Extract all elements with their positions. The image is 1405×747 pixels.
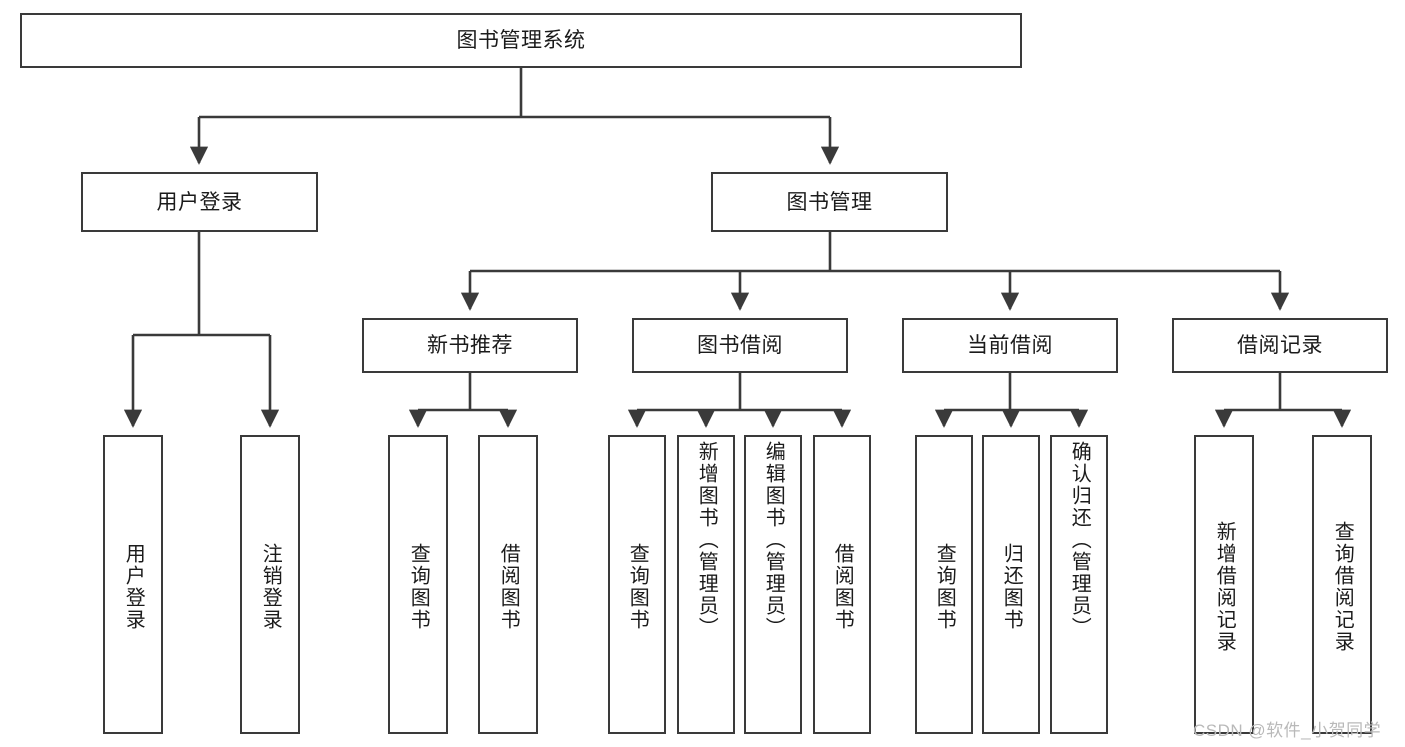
node-book-borrow[interactable]: 图书借阅 (632, 318, 848, 373)
node-label: 查询借阅记录 (1331, 520, 1354, 653)
leaf-recommend-borrow-book[interactable]: 借阅图书 (478, 435, 538, 734)
leaf-user-login-login[interactable]: 用户登录 (103, 435, 163, 734)
node-label: 借阅图书 (831, 542, 854, 631)
node-book-management[interactable]: 图书管理 (711, 172, 948, 232)
leaf-record-query-record[interactable]: 查询借阅记录 (1312, 435, 1372, 734)
node-label: 借阅图书 (497, 542, 520, 631)
node-label: 新书推荐 (427, 334, 513, 357)
node-label: 新增图书（管理员） (695, 441, 718, 639)
node-label: 查询图书 (933, 542, 956, 631)
leaf-current-query-book[interactable]: 查询图书 (915, 435, 973, 734)
node-label: 编辑图书（管理员） (762, 441, 785, 639)
node-label: 确认归还（管理员） (1068, 441, 1091, 639)
leaf-record-add-record[interactable]: 新增借阅记录 (1194, 435, 1254, 734)
node-current-borrow[interactable]: 当前借阅 (902, 318, 1118, 373)
node-label: 当前借阅 (967, 334, 1053, 357)
watermark-text: CSDN @软件_小贺同学 (1193, 721, 1382, 740)
node-label: 用户登录 (156, 190, 243, 214)
leaf-recommend-query-book[interactable]: 查询图书 (388, 435, 448, 734)
node-label: 注销登录 (259, 542, 282, 631)
node-label: 新增借阅记录 (1213, 520, 1236, 653)
leaf-borrow-borrow-book[interactable]: 借阅图书 (813, 435, 871, 734)
leaf-current-confirm-return-admin[interactable]: 确认归还（管理员） (1050, 435, 1108, 734)
node-label: 图书管理系统 (456, 29, 586, 52)
node-borrow-record[interactable]: 借阅记录 (1172, 318, 1388, 373)
node-new-book-recommend[interactable]: 新书推荐 (362, 318, 578, 373)
leaf-borrow-add-book-admin[interactable]: 新增图书（管理员） (677, 435, 735, 734)
node-label: 归还图书 (1000, 542, 1023, 631)
node-label: 用户登录 (122, 542, 145, 631)
leaf-current-return-book[interactable]: 归还图书 (982, 435, 1040, 734)
leaf-borrow-edit-book-admin[interactable]: 编辑图书（管理员） (744, 435, 802, 734)
leaf-user-login-logout[interactable]: 注销登录 (240, 435, 300, 734)
node-label: 查询图书 (626, 542, 649, 631)
node-label: 图书管理 (786, 190, 873, 214)
node-root-system[interactable]: 图书管理系统 (20, 13, 1022, 68)
node-label: 图书借阅 (697, 334, 783, 357)
node-user-login[interactable]: 用户登录 (81, 172, 318, 232)
node-label: 查询图书 (407, 542, 430, 631)
leaf-borrow-query-book[interactable]: 查询图书 (608, 435, 666, 734)
node-label: 借阅记录 (1237, 334, 1323, 357)
